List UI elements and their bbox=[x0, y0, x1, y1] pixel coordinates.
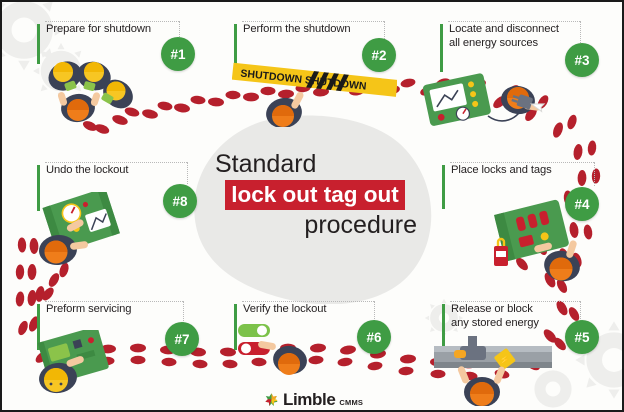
dotted-rule bbox=[45, 21, 179, 22]
dotted-rule bbox=[580, 301, 581, 323]
dotted-rule bbox=[580, 21, 581, 45]
step-panel-8: Undo the lockout bbox=[37, 162, 188, 211]
step-panel-3: Locate and disconnect all energy sources bbox=[440, 21, 582, 74]
svg-text:⚡: ⚡ bbox=[498, 353, 511, 366]
step-panel-7: Preform servicing bbox=[37, 301, 184, 350]
limble-leaf-icon bbox=[265, 393, 278, 406]
electrical-panel-lock-icon bbox=[492, 198, 602, 283]
step-badge-1: #1 bbox=[161, 37, 195, 71]
dotted-rule bbox=[183, 301, 184, 323]
green-accent-bar bbox=[234, 304, 237, 350]
switch-toggle-icon bbox=[238, 324, 342, 386]
dotted-rule bbox=[45, 301, 183, 302]
step-8-label: Undo the lockout bbox=[46, 164, 129, 176]
title-line-1: Standard bbox=[215, 150, 317, 178]
logo-wordmark: Limble bbox=[283, 390, 336, 409]
step-1-label: Prepare for shutdown bbox=[46, 23, 151, 35]
step-badge-5: #5 bbox=[565, 320, 599, 354]
caution-tape-worker-icon: SHUTDOWN SHUTDOWN bbox=[232, 57, 397, 127]
green-accent-bar bbox=[440, 24, 443, 72]
unplug-power-source-icon bbox=[420, 70, 555, 136]
dotted-rule bbox=[242, 301, 374, 302]
step-7-label: Preform servicing bbox=[46, 303, 132, 315]
step-badge-2: #2 bbox=[362, 38, 396, 72]
dotted-rule bbox=[242, 21, 384, 22]
dotted-rule bbox=[594, 162, 595, 186]
step-panel-2: Perform the shutdown bbox=[234, 21, 385, 74]
dotted-rule bbox=[374, 301, 375, 323]
step-panel-5: Release or block any stored energy bbox=[442, 301, 581, 350]
workers-meeting-icon bbox=[32, 50, 144, 130]
step-panel-6: Verify the lockout bbox=[234, 301, 375, 350]
panel-unlock-icon bbox=[32, 192, 142, 272]
dotted-rule bbox=[450, 162, 594, 163]
green-accent-bar bbox=[442, 304, 445, 346]
page-title: Standard lock out tag out procedure bbox=[207, 150, 423, 240]
step-badge-4: #4 bbox=[565, 187, 599, 221]
step-5-label: Release or block any stored energy bbox=[451, 303, 539, 329]
green-accent-bar bbox=[234, 24, 237, 72]
step-badge-7: #7 bbox=[165, 322, 199, 356]
logo-suffix: CMMS bbox=[339, 398, 364, 407]
dotted-rule bbox=[384, 21, 385, 45]
step-panel-1: Prepare for shutdown bbox=[37, 21, 180, 74]
title-line-3: procedure bbox=[304, 211, 417, 239]
circuit-board-service-icon bbox=[30, 330, 140, 400]
step-6-label: Verify the lockout bbox=[243, 303, 327, 315]
step-badge-6: #6 bbox=[357, 320, 391, 354]
gear-watermark-icon bbox=[522, 358, 584, 410]
dotted-rule bbox=[179, 21, 180, 47]
green-accent-bar bbox=[37, 165, 40, 211]
pipe-valve-tag-icon: ⚡ bbox=[434, 336, 559, 406]
green-accent-bar bbox=[442, 165, 445, 209]
dotted-rule bbox=[187, 162, 188, 184]
step-2-label: Perform the shutdown bbox=[243, 23, 351, 35]
gear-watermark-icon bbox=[2, 2, 72, 78]
step-panel-4: Place locks and tags bbox=[442, 162, 595, 209]
step-4-label: Place locks and tags bbox=[451, 164, 552, 176]
step-3-label: Locate and disconnect all energy sources bbox=[449, 23, 559, 49]
step-badge-3: #3 bbox=[565, 43, 599, 77]
dotted-rule bbox=[450, 301, 580, 302]
step-badge-8: #8 bbox=[163, 184, 197, 218]
dotted-rule bbox=[45, 162, 187, 163]
limble-cmms-logo: Limble CMMS bbox=[264, 391, 363, 408]
green-accent-bar bbox=[37, 24, 40, 64]
title-line-2-highlight: lock out tag out bbox=[225, 180, 405, 210]
green-accent-bar bbox=[37, 304, 40, 350]
dotted-rule bbox=[448, 21, 580, 22]
